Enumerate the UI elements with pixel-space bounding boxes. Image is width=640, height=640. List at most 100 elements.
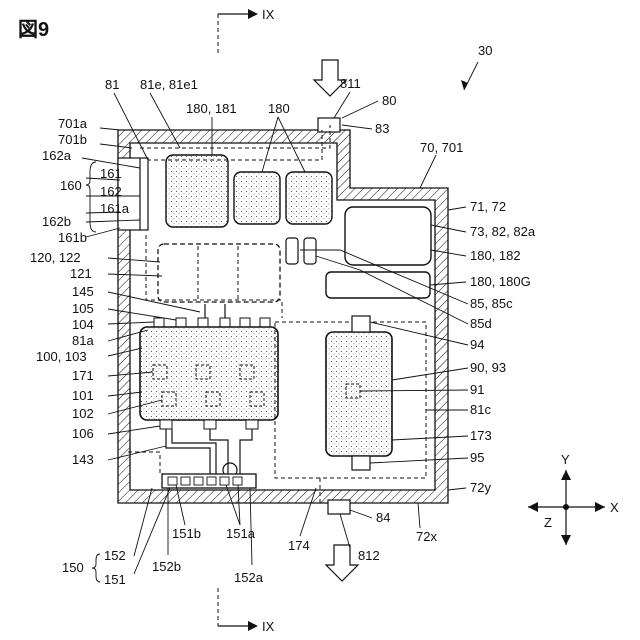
label-152a: 152a: [234, 570, 264, 585]
label-162b: 162b: [42, 214, 71, 229]
label-701a: 701a: [58, 116, 88, 131]
leader-71: [448, 207, 466, 210]
label-182: 180, 182: [470, 248, 521, 263]
leader-84: [350, 510, 372, 518]
label-161b: 161b: [58, 230, 87, 245]
reactor-90: [326, 332, 392, 456]
leader-811: [334, 92, 350, 118]
module-120: [158, 244, 280, 302]
leader-180-b: [278, 117, 305, 172]
label-811: 811: [340, 76, 361, 91]
section-label-bottom: IX: [262, 619, 275, 634]
label-85: 85, 85c: [470, 296, 513, 311]
terminal-106-3: [246, 420, 258, 429]
leader-120: [108, 258, 160, 262]
label-91: 91: [470, 382, 484, 397]
busbar-143-3: [240, 429, 252, 474]
terminal-145-3: [198, 318, 208, 327]
connector-160: [118, 158, 148, 230]
pin-151-1: [168, 477, 177, 485]
label-171: 171: [72, 368, 94, 383]
label-80: 80: [382, 93, 396, 108]
component-180G: [326, 272, 430, 298]
label-152b: 152b: [152, 559, 181, 574]
terminal-94: [352, 316, 370, 332]
axis-x-arrow-left: [528, 502, 538, 512]
label-150: 150: [62, 560, 84, 575]
flow-path-left: [146, 235, 282, 318]
label-70: 70, 701: [420, 140, 463, 155]
relay-85b: [304, 238, 316, 264]
relay-85a: [286, 238, 298, 264]
leader-90: [392, 368, 468, 380]
leader-180-a: [262, 117, 278, 172]
label-71: 71, 72: [470, 199, 506, 214]
leader-72y: [448, 488, 466, 490]
label-102: 102: [72, 406, 94, 421]
leader-70: [420, 155, 436, 188]
label-85d: 85d: [470, 316, 492, 331]
brace-150: [92, 554, 100, 582]
label-83: 83: [375, 121, 389, 136]
pin-151-6: [233, 477, 242, 485]
leader-812: [340, 514, 350, 548]
section-arrow-top-head: [248, 9, 258, 19]
label-812: 812: [358, 548, 380, 563]
pin-151-5: [220, 477, 229, 485]
axis-origin: [563, 504, 569, 510]
terminal-145-2: [176, 318, 186, 327]
label-104: 104: [72, 317, 94, 332]
leader-143: [108, 446, 166, 460]
label-160: 160: [60, 178, 82, 193]
pin-151-4: [207, 477, 216, 485]
axis-z-label: Z: [544, 515, 552, 530]
leader-173: [392, 436, 468, 440]
label-174: 174: [288, 538, 310, 553]
label-161a: 161a: [100, 201, 130, 216]
label-173: 173: [470, 428, 492, 443]
label-151a: 151a: [226, 526, 256, 541]
label-152: 152: [104, 548, 126, 563]
axis-y-arrow-down: [561, 535, 571, 545]
label-72x: 72x: [416, 529, 437, 544]
pin-151-2: [181, 477, 190, 485]
capacitor-181: [166, 155, 228, 227]
leader-701a: [100, 128, 120, 130]
pin-151-3: [194, 477, 203, 485]
busbar-143-2: [210, 429, 228, 474]
label-162a: 162a: [42, 148, 72, 163]
label-151b: 151b: [172, 526, 201, 541]
label-120: 120, 122: [30, 250, 81, 265]
label-105: 105: [72, 301, 94, 316]
leader-83: [342, 125, 372, 129]
leader-104: [108, 322, 154, 324]
terminal-95: [352, 456, 370, 470]
terminal-106-2: [204, 420, 216, 429]
leader-72x: [418, 503, 420, 528]
figure-title: 図9: [18, 19, 49, 41]
label-180G: 180, 180G: [470, 274, 531, 289]
label-162: 162: [100, 184, 122, 199]
terminal-145-5: [240, 318, 250, 327]
label-161: 161: [100, 166, 122, 181]
terminal-145-1: [154, 318, 164, 327]
flow-path-bottom: [128, 452, 160, 473]
axis-y-arrow-up: [561, 470, 571, 480]
label-145: 145: [72, 284, 94, 299]
label-90: 90, 93: [470, 360, 506, 375]
capacitor-180-a: [234, 172, 280, 224]
axis-x-label: X: [610, 500, 619, 515]
label-72y: 72y: [470, 480, 491, 495]
label-121: 121: [70, 266, 92, 281]
section-arrow-bottom-head: [248, 621, 258, 631]
capacitor-180-b: [286, 172, 332, 224]
leader-106: [108, 426, 160, 434]
leader-80: [342, 101, 378, 118]
label-81a: 81a: [72, 333, 94, 348]
label-101: 101: [72, 388, 94, 403]
inlet-port: [318, 118, 340, 132]
terminal-145-4: [220, 318, 230, 327]
label-180-181: 180, 181: [186, 101, 237, 116]
